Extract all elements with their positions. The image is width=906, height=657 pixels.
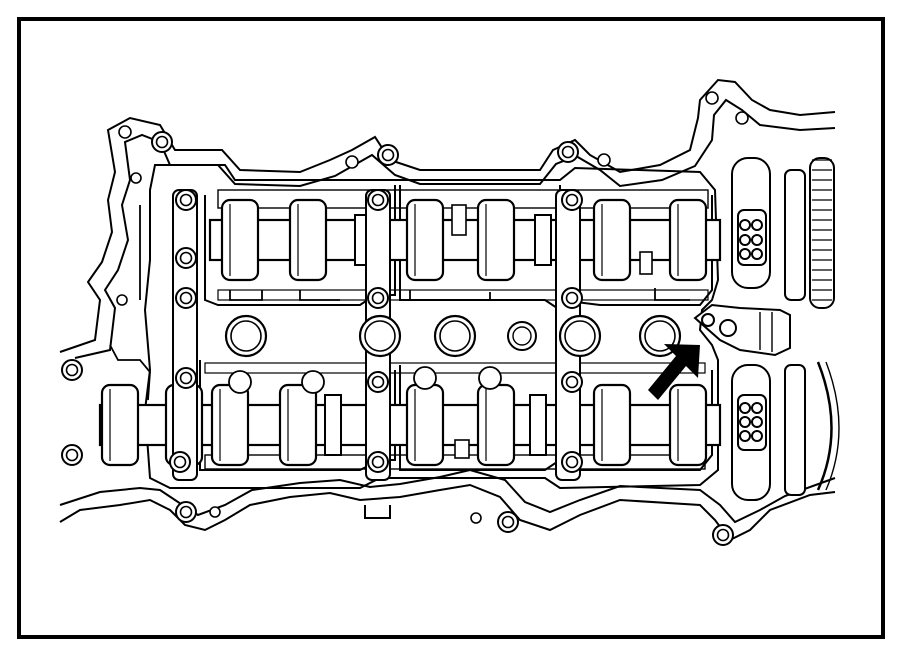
valve-rings: [228, 366, 502, 394]
left-end-details: [109, 205, 690, 401]
small-holes: [116, 91, 749, 524]
lower-camshaft: [98, 383, 722, 467]
camshaft-bearing-cap-bracket: [693, 303, 791, 357]
spark-plug-tubes: [224, 314, 682, 358]
lower-sprocket: [731, 361, 840, 501]
bold-arrow-icon: [648, 344, 700, 400]
upper-camshaft: [208, 198, 722, 282]
upper-sprocket: [731, 157, 835, 309]
